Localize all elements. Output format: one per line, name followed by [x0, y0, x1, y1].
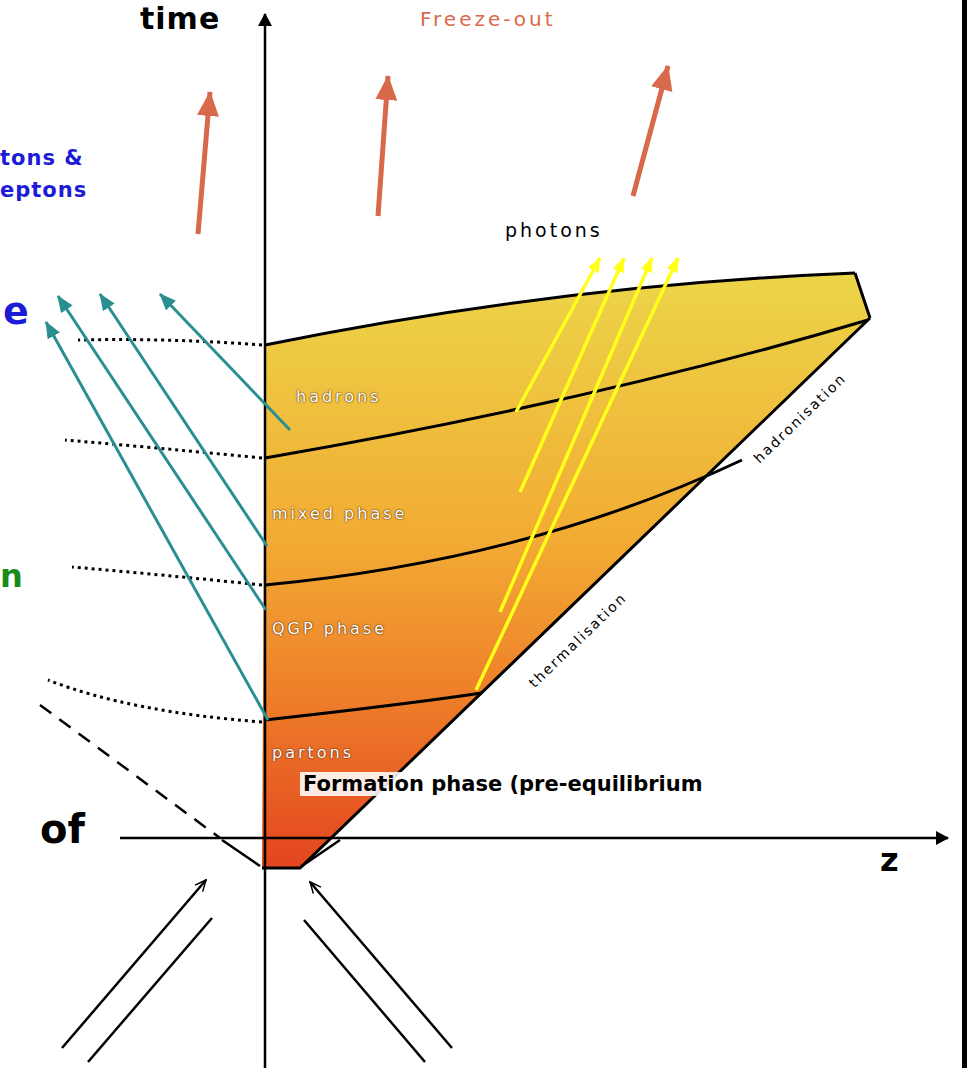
phase-label: QGP phase [272, 620, 387, 638]
probe-label: eptons [0, 178, 87, 202]
cropped-word: of [40, 806, 85, 852]
cropped-letter: n [0, 558, 23, 595]
phase-label: Formation phase (pre-equilibrium [300, 772, 706, 796]
probe-label: tons & [0, 146, 84, 170]
axis-label: z [880, 842, 899, 879]
phase-label: partons [272, 744, 354, 762]
cropped-letter: e [3, 290, 29, 334]
phase-label: hadrons [296, 388, 382, 406]
phase-label: mixed phase [272, 505, 407, 523]
probe-label: photons [505, 220, 603, 242]
axis-label: time [140, 2, 220, 37]
stage-label: Freeze-out [420, 8, 556, 31]
